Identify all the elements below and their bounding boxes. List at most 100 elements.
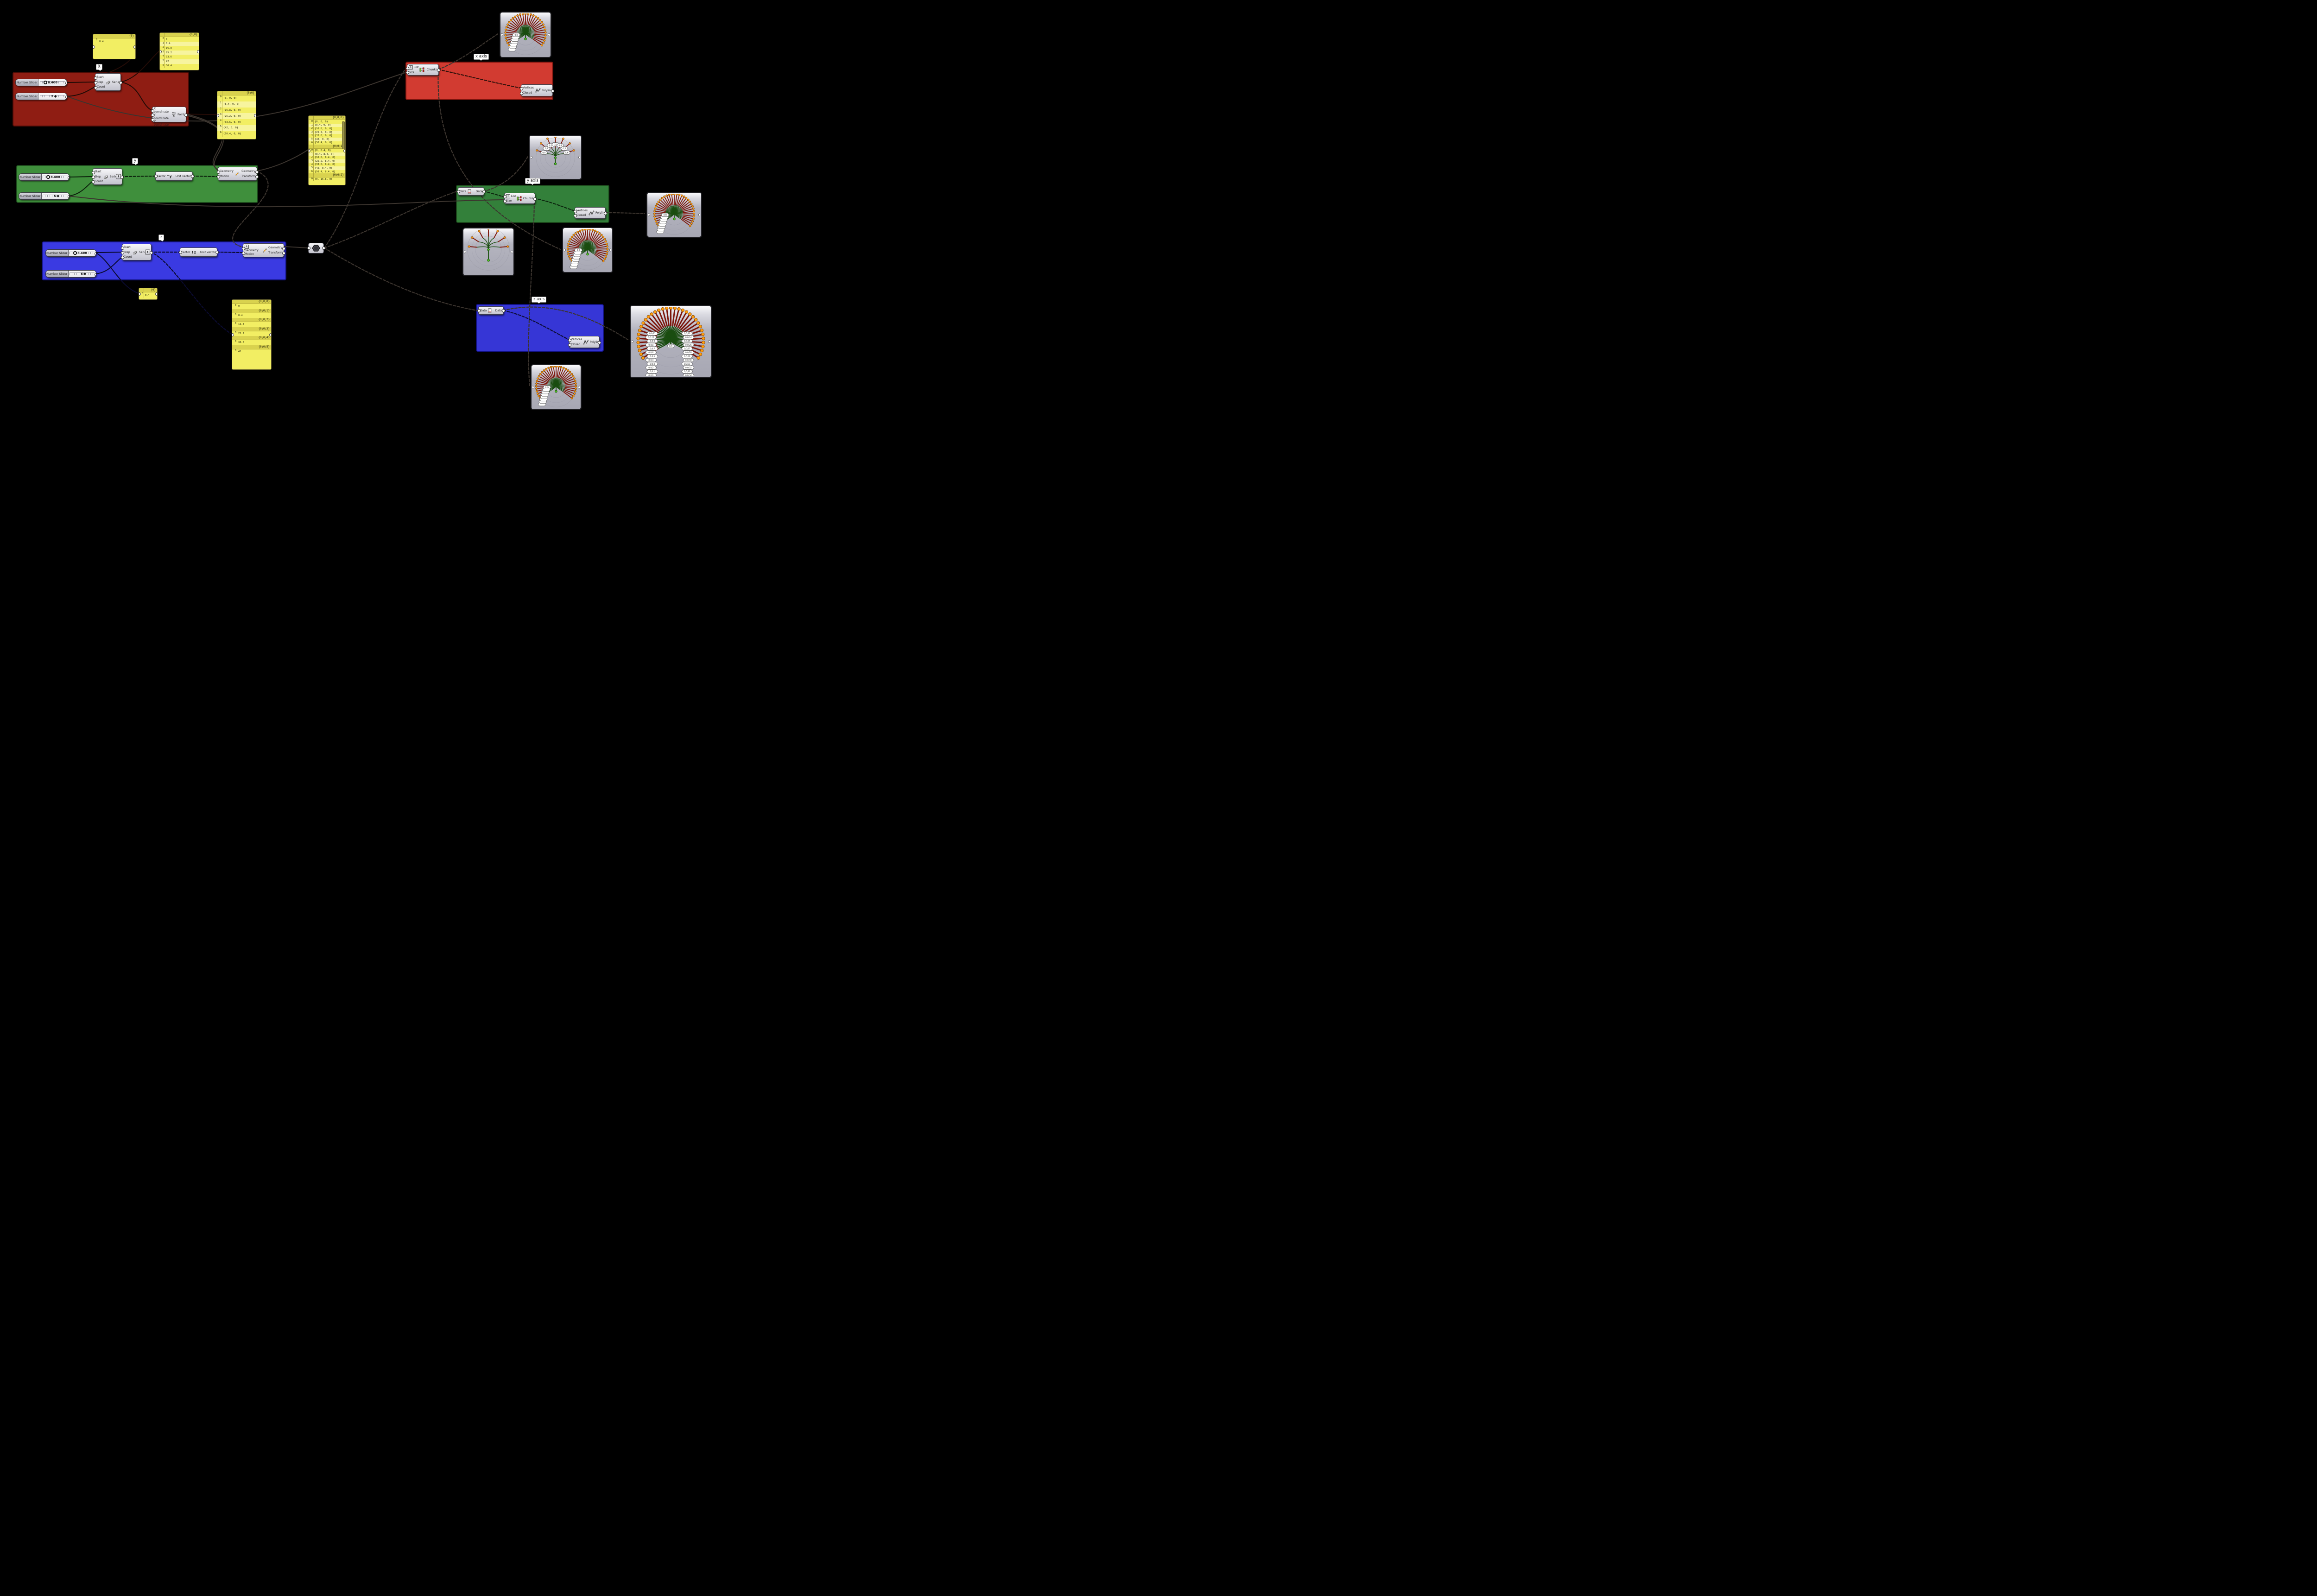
- point-z-input[interactable]: Z coordinate: [154, 120, 169, 127]
- series-step-input[interactable]: Step: [124, 250, 130, 254]
- unit-vector-output[interactable]: Unit vector: [200, 250, 215, 254]
- closed-input[interactable]: Closed: [523, 91, 532, 95]
- list-input[interactable]: ⬇ List: [506, 194, 516, 198]
- series-step-input[interactable]: Step: [97, 80, 103, 84]
- point-output[interactable]: Point: [177, 113, 184, 116]
- vertices-input[interactable]: Vertices: [523, 86, 534, 90]
- slider-ticks: [40, 95, 65, 98]
- slider-groove[interactable]: 8.400: [41, 174, 69, 180]
- series-count-input[interactable]: Count: [95, 179, 103, 183]
- series-output[interactable]: Series: [139, 250, 148, 254]
- point-x-input[interactable]: X coordinate: [154, 107, 169, 114]
- series-component-z[interactable]: Start Step Count Series ⬆: [120, 244, 153, 260]
- list-input[interactable]: ⬇ List: [409, 65, 418, 70]
- polyline-component-x[interactable]: Vertices Closed Polyline: [519, 84, 554, 96]
- series-start-input[interactable]: Start: [95, 170, 101, 174]
- polyline-component-y[interactable]: Vertices Closed Polyline: [573, 207, 607, 219]
- polyline-output[interactable]: Polyline: [595, 211, 607, 215]
- slider-groove[interactable]: 5◆: [41, 193, 69, 199]
- number-slider-green-count[interactable]: Number Slider 5◆: [19, 192, 70, 200]
- panel-path-header: {0;0;1}: [309, 145, 345, 149]
- series-component-x[interactable]: Start Step Count Series: [94, 73, 122, 91]
- polyline-output[interactable]: Polyline: [589, 340, 601, 344]
- slider-groove[interactable]: 8.400: [38, 79, 67, 86]
- chunks-output[interactable]: Chunks: [426, 68, 437, 71]
- geometry-input[interactable]: ⬇ Geometry: [245, 244, 259, 252]
- preview-thumbnail-x-axis[interactable]: 0;9: [500, 12, 551, 58]
- svg-text:0;9: 0;9: [577, 249, 580, 252]
- motion-input[interactable]: Motion: [220, 175, 229, 178]
- move-component-y[interactable]: Geometry Motion Geometry Transform: [216, 167, 259, 181]
- transform-output[interactable]: Transform: [241, 175, 255, 178]
- partition-list-component-y[interactable]: ⬇ List Size Chunks: [503, 193, 537, 204]
- geometry-input[interactable]: Geometry: [220, 169, 234, 173]
- unit-vector-y-component[interactable]: Factor ↑y Unit vector: [154, 171, 194, 181]
- closed-input[interactable]: Closed: [576, 214, 586, 217]
- unit-vector-output[interactable]: Unit vector: [175, 174, 191, 178]
- polyline-component-z[interactable]: Vertices Closed Polyline: [568, 336, 601, 348]
- path-index-tag: [683, 366, 695, 370]
- series-count-input[interactable]: Count: [97, 85, 105, 89]
- vertices-input[interactable]: Vertices: [571, 338, 582, 342]
- preview-thumbnail-plant[interactable]: [462, 228, 514, 276]
- motion-input[interactable]: Motion: [245, 253, 254, 256]
- series-start-input[interactable]: Start: [97, 75, 104, 79]
- number-slider-red-step[interactable]: Number Slider 8.400: [15, 79, 67, 86]
- vertices-input[interactable]: Vertices: [576, 209, 588, 212]
- data-output[interactable]: Data: [495, 309, 502, 312]
- data-output[interactable]: Data: [475, 190, 482, 193]
- number-slider-blue-step[interactable]: Number Slider 8.400: [45, 249, 96, 257]
- data-input[interactable]: Data: [480, 309, 487, 312]
- number-slider-green-step[interactable]: Number Slider 8.400: [19, 173, 70, 181]
- series-start-input[interactable]: Start: [124, 246, 131, 249]
- geometry-output[interactable]: Geometry: [241, 169, 255, 173]
- closed-input[interactable]: Closed: [571, 342, 581, 346]
- data-panel-moved-points[interactable]: {0;0;0}0{0, 0, 0}1{8.4, 0, 0}2{16.8, 0, …: [308, 115, 346, 185]
- size-input[interactable]: Size: [506, 199, 512, 203]
- partition-list-component-x[interactable]: ⬇ List Size Chunks: [405, 64, 440, 76]
- point-y-input[interactable]: Y coordinate: [154, 114, 169, 120]
- factor-input[interactable]: Factor: [182, 250, 190, 254]
- geometry-output[interactable]: Geometry: [268, 246, 282, 249]
- flip-matrix-component-y[interactable]: Data Data: [456, 187, 486, 196]
- preview-thumbnail-z-chunks[interactable]: 0;9: [531, 364, 582, 410]
- preview-thumbnail-y-axis[interactable]: 0;9: [646, 192, 702, 238]
- slider-knob[interactable]: [73, 251, 77, 255]
- size-input[interactable]: Size: [409, 70, 415, 74]
- slider-groove[interactable]: 7◆: [38, 93, 67, 100]
- svg-text:0;3: 0;3: [554, 143, 557, 146]
- slider-groove[interactable]: 6◆: [68, 271, 96, 277]
- data-panel-points[interactable]: {0;0}0{0, 0, 0}1{8.4, 0, 0}2{16.8, 0, 0}…: [217, 91, 256, 139]
- series-step-input[interactable]: Step: [95, 175, 101, 178]
- data-input[interactable]: Data: [460, 190, 467, 193]
- preview-thumbnail-fan[interactable]: 0;9: [562, 227, 613, 273]
- flip-matrix-component-z[interactable]: Data Data: [477, 306, 505, 315]
- slider-knob[interactable]: [44, 81, 47, 84]
- slider-groove[interactable]: 8.400: [68, 250, 96, 256]
- factor-input[interactable]: Factor: [157, 174, 166, 178]
- slider-knob[interactable]: ◆: [83, 272, 87, 276]
- series-count-input[interactable]: Count: [124, 255, 132, 259]
- number-slider-red-count[interactable]: Number Slider 7◆: [15, 93, 67, 100]
- chunks-output[interactable]: Chunks: [523, 196, 533, 200]
- series-output[interactable]: Series: [109, 175, 119, 178]
- panel-scrollbar[interactable]: [342, 121, 345, 149]
- svg-text:0;0;30: 0;0;30: [685, 359, 692, 361]
- number-slider-blue-count[interactable]: Number Slider 6◆: [45, 270, 96, 278]
- move-component-z[interactable]: ⬇ Geometry Motion Geometry Transform: [241, 243, 285, 257]
- slider-knob[interactable]: ◆: [54, 94, 57, 98]
- slider-knob[interactable]: [46, 175, 50, 179]
- point-component[interactable]: X coordinate Y coordinate Z coordinate X…: [151, 107, 188, 127]
- series-icon: [104, 174, 109, 179]
- unit-vector-z-component[interactable]: Factor ↑z Unit vector: [178, 247, 219, 257]
- series-component-y[interactable]: Start Step Count Series ⬆: [91, 168, 124, 185]
- relay-component[interactable]: [307, 243, 325, 253]
- transform-output[interactable]: Transform: [268, 251, 282, 255]
- slider-knob[interactable]: ◆: [57, 194, 60, 198]
